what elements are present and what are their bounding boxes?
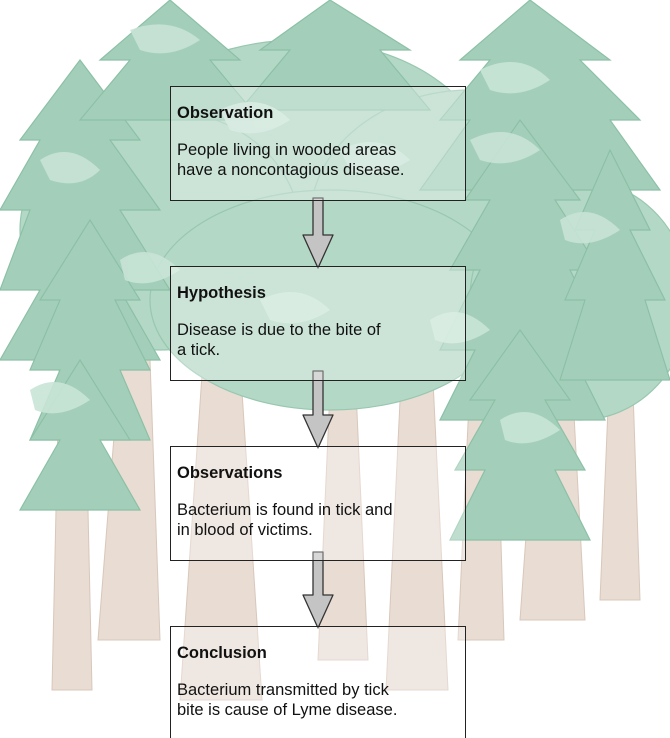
foliage-highlights — [30, 24, 620, 444]
conclusion-box: Conclusion Bacterium transmitted by tick… — [170, 626, 466, 738]
observation-title: Observation — [177, 104, 274, 122]
hypothesis-box: Hypothesis Disease is due to the bite of… — [170, 266, 466, 381]
conclusion-text: Bacterium transmitted by tick bite is ca… — [177, 681, 398, 719]
observation-box: Observation People living in wooded area… — [170, 86, 466, 201]
hypothesis-text: Disease is due to the bite of a tick. — [177, 321, 381, 359]
observations-title: Observations — [177, 464, 283, 482]
observations-box: Observations Bacterium is found in tick … — [170, 446, 466, 561]
observation-text: People living in wooded areas have a non… — [177, 141, 405, 179]
observations-text: Bacterium is found in tick and in blood … — [177, 501, 393, 539]
conclusion-title: Conclusion — [177, 644, 267, 662]
hypothesis-title: Hypothesis — [177, 284, 266, 302]
